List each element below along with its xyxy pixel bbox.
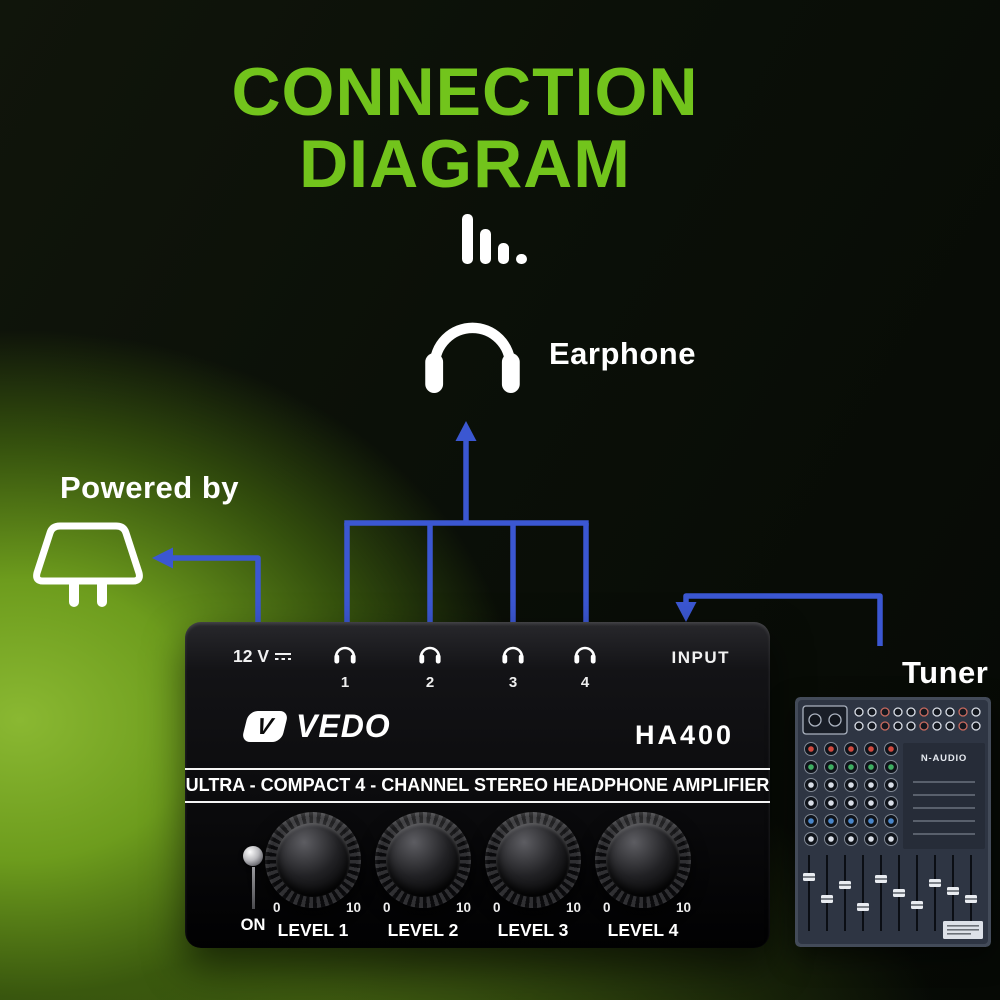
level-2-control: 0 10 LEVEL 2 xyxy=(363,812,483,950)
brand-logo: V VEDO xyxy=(241,708,391,745)
power-switch[interactable] xyxy=(243,846,263,866)
arrow-up-earphone xyxy=(455,421,477,441)
level-4-knob[interactable] xyxy=(595,812,691,908)
dc-symbol-icon xyxy=(275,652,291,661)
headphone-jack-1: 1 xyxy=(325,642,365,691)
scale-max: 10 xyxy=(675,900,691,915)
power-switch-stem xyxy=(252,867,255,909)
scale-min: 0 xyxy=(603,900,611,915)
jack-number: 4 xyxy=(580,674,590,691)
headphone-jack-2: 2 xyxy=(410,642,450,691)
mini-headphones-icon xyxy=(419,646,441,664)
level-2-knob[interactable] xyxy=(375,812,471,908)
on-label: ON xyxy=(240,916,266,934)
earphone-label: Earphone xyxy=(549,336,696,371)
knob-label: LEVEL 1 xyxy=(277,920,349,940)
product-tagline: ULTRA - COMPACT 4 - CHANNEL STEREO HEADP… xyxy=(185,768,770,803)
mixer-image: N-AUDIO xyxy=(795,697,991,947)
level-4-control: 0 10 LEVEL 4 xyxy=(583,812,703,950)
power-voltage-text: 12 V xyxy=(233,646,269,666)
page-title-line2: DIAGRAM xyxy=(299,126,631,203)
level-3-knob[interactable] xyxy=(485,812,581,908)
model-name: HA400 xyxy=(634,720,734,750)
mini-headphones-icon xyxy=(574,646,596,664)
powered-by-label: Powered by xyxy=(60,470,239,505)
scale-min: 0 xyxy=(383,900,391,915)
headphone-jack-3: 3 xyxy=(493,642,533,691)
arrow-down-input xyxy=(675,602,697,622)
sound-bars-icon xyxy=(462,212,542,264)
arrow-left-plug xyxy=(152,547,173,569)
mixer-brand: N-AUDIO xyxy=(920,753,968,764)
jack-number: 3 xyxy=(508,674,518,691)
headphones-icon xyxy=(425,322,520,393)
input-label: INPUT xyxy=(671,648,730,667)
level-3-control: 0 10 LEVEL 3 xyxy=(473,812,593,950)
page-title: CONNECTION DIAGRAM xyxy=(0,56,930,200)
mixer-graphic xyxy=(795,697,991,947)
scale-max: 10 xyxy=(565,900,581,915)
power-spec-label: 12 V xyxy=(233,646,291,667)
brand-mark-icon: V xyxy=(241,711,289,742)
mini-headphones-icon xyxy=(502,646,524,664)
knob-label: LEVEL 4 xyxy=(607,920,679,940)
scale-min: 0 xyxy=(493,900,501,915)
scale-min: 0 xyxy=(273,900,281,915)
level-1-control: 0 10 LEVEL 1 xyxy=(253,812,373,950)
level-1-knob[interactable] xyxy=(265,812,361,908)
scale-max: 10 xyxy=(345,900,361,915)
knob-label: LEVEL 3 xyxy=(497,920,569,940)
mini-headphones-icon xyxy=(334,646,356,664)
power-plug-icon xyxy=(33,522,143,607)
knob-label: LEVEL 2 xyxy=(387,920,459,940)
headphone-jack-4: 4 xyxy=(565,642,605,691)
tuner-label: Tuner xyxy=(902,655,989,690)
brand-name: VEDO xyxy=(296,708,391,744)
jack-number: 1 xyxy=(340,674,350,691)
page-title-line1: CONNECTION xyxy=(231,54,699,130)
jack-number: 2 xyxy=(425,674,435,691)
amplifier-panel: 12 V 1 2 3 xyxy=(185,622,770,948)
wire-to-power xyxy=(172,555,261,622)
brand-initial: V xyxy=(255,713,276,739)
scale-max: 10 xyxy=(455,900,471,915)
